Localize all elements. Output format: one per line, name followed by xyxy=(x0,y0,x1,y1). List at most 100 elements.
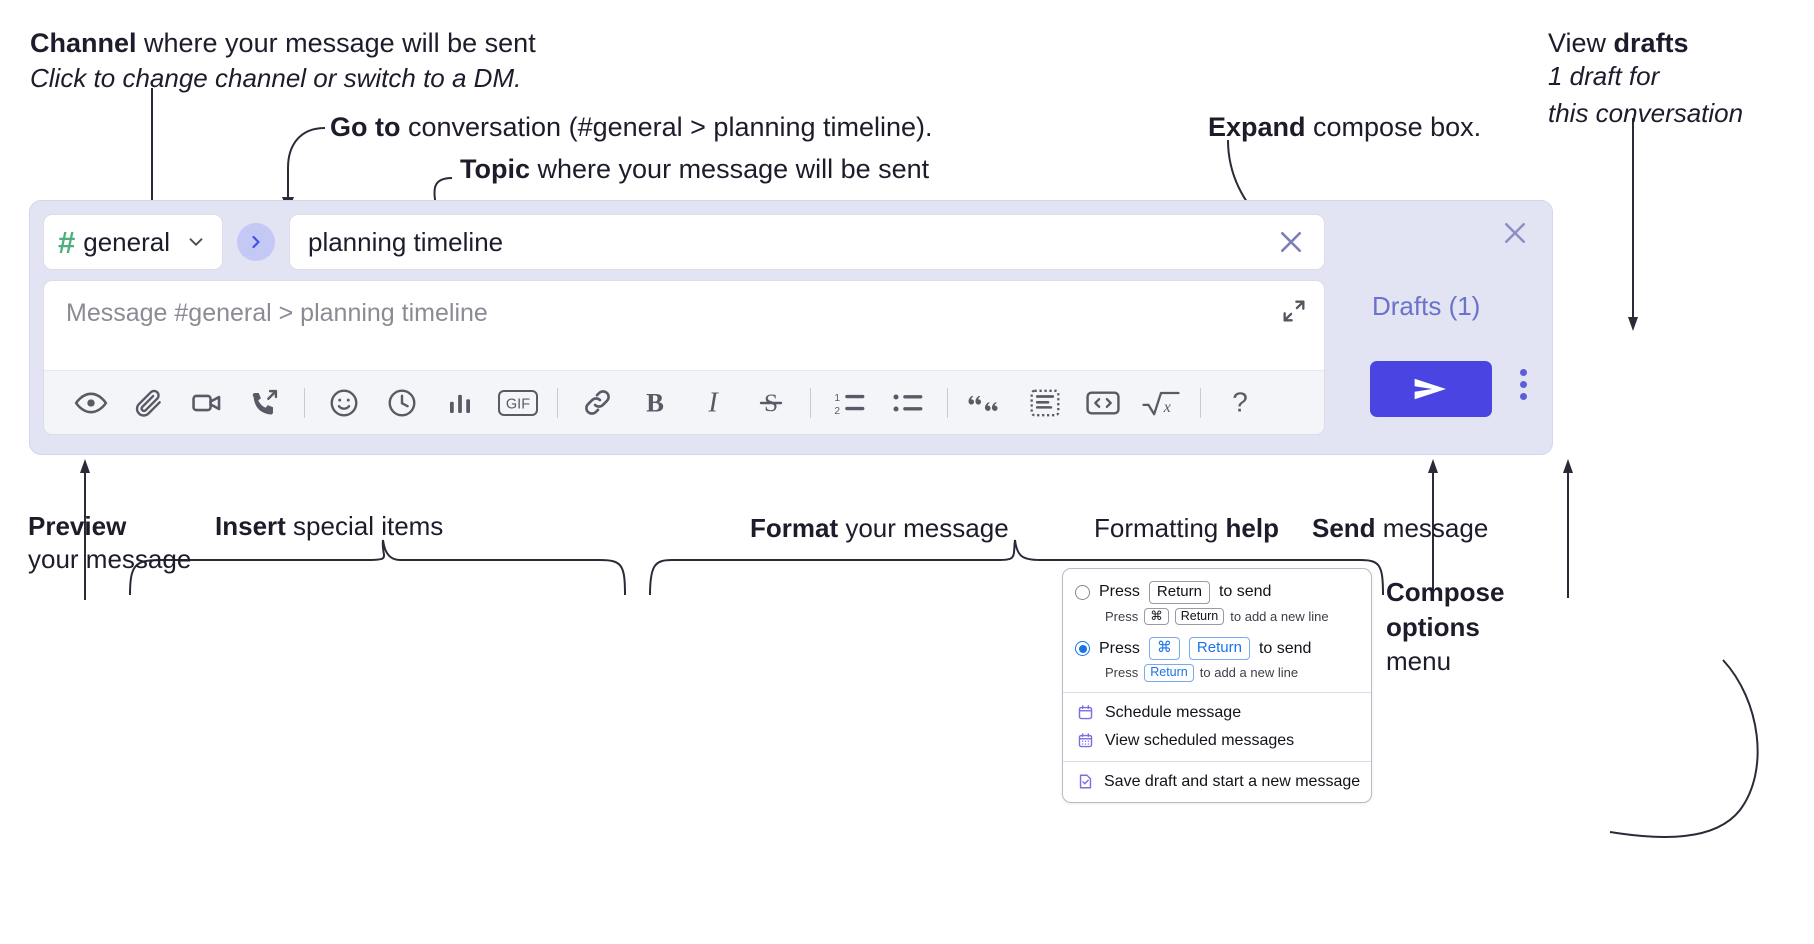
gif-icon[interactable]: GIF xyxy=(489,377,547,429)
question-mark-icon[interactable]: ? xyxy=(1211,377,1269,429)
svg-text:B: B xyxy=(646,387,664,417)
expand-icon[interactable] xyxy=(1280,297,1308,330)
svg-text:?: ? xyxy=(1232,387,1248,418)
annotation-expand: Expand compose box. xyxy=(1208,110,1481,145)
label-insert-bold: Insert xyxy=(215,511,286,541)
topic-input[interactable]: planning timeline xyxy=(288,214,1325,270)
bulleted-list-icon[interactable] xyxy=(879,377,937,429)
label-send: Send message xyxy=(1312,512,1488,545)
preview-icon[interactable] xyxy=(62,377,120,429)
message-editor[interactable]: Message #general > planning timeline xyxy=(43,280,1325,435)
opt0-sub-post: to add a new line xyxy=(1230,609,1329,625)
annotation-expand-bold: Expand xyxy=(1208,112,1306,142)
menu-divider xyxy=(1063,691,1371,693)
kbd-return: Return xyxy=(1144,664,1194,682)
toolbar-separator xyxy=(810,387,811,418)
toolbar-separator xyxy=(304,387,305,418)
label-format-rest: your message xyxy=(838,513,1009,543)
send-option-return-sub: Press ⌘ Return to add a new line xyxy=(1105,607,1359,626)
kbd-return: Return xyxy=(1188,637,1250,661)
compose-right-panel: Drafts (1) xyxy=(1324,201,1552,454)
goto-conversation-button[interactable] xyxy=(236,223,275,261)
video-camera-icon[interactable] xyxy=(178,377,236,429)
label-preview-rest: your message xyxy=(28,544,192,575)
kbd-return: Return xyxy=(1174,607,1225,626)
code-block-icon[interactable] xyxy=(1016,377,1074,429)
compose-options-menu: Press Return to send Press ⌘ Return to a… xyxy=(1062,568,1372,803)
menu-item-label: Save draft and start a new message xyxy=(1104,772,1361,790)
opt0-main-post: to send xyxy=(1218,583,1272,601)
bold-icon[interactable]: B xyxy=(626,377,684,429)
channel-selector[interactable]: # general xyxy=(43,214,223,270)
send-plane-icon xyxy=(1414,378,1446,400)
svg-text:1: 1 xyxy=(834,393,840,404)
paperclip-icon[interactable] xyxy=(120,377,178,429)
opt1-sub-post: to add a new line xyxy=(1199,665,1299,681)
quote-icon[interactable] xyxy=(958,377,1016,429)
math-icon[interactable]: x xyxy=(1132,377,1190,429)
label-help-bold: help xyxy=(1225,513,1279,543)
clock-icon[interactable] xyxy=(373,377,431,429)
radio-cmd-return[interactable] xyxy=(1075,641,1090,657)
bar-chart-icon[interactable] xyxy=(431,377,489,429)
message-placeholder: Message #general > planning timeline xyxy=(66,299,488,327)
send-option-cmd-return[interactable]: Press ⌘ Return to send Press Return to a… xyxy=(1063,635,1371,682)
annotation-goto-bold: Go to xyxy=(330,112,401,142)
compose-options-button[interactable] xyxy=(1520,369,1527,400)
smiley-icon[interactable] xyxy=(315,377,373,429)
annotation-drafts-sub1: 1 draft for xyxy=(1548,61,1660,91)
label-help-pre: Formatting xyxy=(1094,513,1226,543)
send-button[interactable] xyxy=(1370,361,1492,417)
file-check-icon xyxy=(1077,773,1094,790)
annotation-topic-bold: Topic xyxy=(460,154,530,184)
topic-value: planning timeline xyxy=(307,226,504,257)
label-compose-options-l3: menu xyxy=(1386,646,1452,677)
drafts-link[interactable]: Drafts (1) xyxy=(1372,291,1481,321)
menu-item-view-scheduled-messages[interactable]: View scheduled messages xyxy=(1063,727,1371,755)
annotation-channel-rest: where your message will be sent xyxy=(136,28,536,58)
close-compose-icon[interactable] xyxy=(1500,218,1530,253)
link-icon[interactable] xyxy=(568,377,626,429)
label-send-rest: message xyxy=(1375,513,1489,543)
hash-icon: # xyxy=(58,224,75,260)
kbd-return: Return xyxy=(1148,581,1210,604)
annotation-goto-rest: conversation (#general > planning timeli… xyxy=(400,112,933,142)
send-option-return-main: Press Return to send xyxy=(1075,581,1359,604)
toolbar-separator xyxy=(1200,387,1201,418)
code-icon[interactable] xyxy=(1074,377,1132,429)
toolbar-separator xyxy=(947,387,948,418)
opt1-sub-pre: Press xyxy=(1105,665,1139,681)
chevron-right-icon xyxy=(252,235,260,249)
formatting-toolbar: GIF B I S xyxy=(44,370,1324,434)
label-compose-options-l2: options xyxy=(1386,611,1480,642)
menu-item-label: View scheduled messages xyxy=(1105,731,1295,749)
label-preview-bold: Preview xyxy=(28,511,127,541)
kbd-command: ⌘ xyxy=(1148,637,1180,661)
calendar-icon xyxy=(1077,704,1095,721)
annotation-expand-rest: compose box. xyxy=(1305,112,1482,142)
menu-item-schedule-message[interactable]: Schedule message xyxy=(1063,699,1371,727)
clear-topic-icon[interactable] xyxy=(1276,227,1314,257)
send-option-return[interactable]: Press Return to send Press ⌘ Return to a… xyxy=(1063,579,1371,626)
annotation-channel-sub: Click to change channel or switch to a D… xyxy=(30,63,522,93)
svg-text:GIF: GIF xyxy=(506,396,530,412)
compose-main-area: # general planning timeline M xyxy=(43,213,1325,443)
radio-return[interactable] xyxy=(1075,584,1090,600)
label-compose-options-l1: Compose xyxy=(1386,577,1505,607)
strikethrough-icon[interactable]: S xyxy=(742,377,800,429)
label-format: Format your message xyxy=(750,512,1009,545)
annotation-goto: Go to conversation (#general > planning … xyxy=(330,110,933,145)
send-option-cmd-return-main: Press ⌘ Return to send xyxy=(1075,637,1359,661)
calendar-grid-icon xyxy=(1077,732,1095,749)
annotation-drafts-bold: drafts xyxy=(1613,28,1689,58)
annotation-channel: Channel where your message will be sent xyxy=(30,26,536,61)
italic-icon[interactable]: I xyxy=(684,377,742,429)
opt0-sub-pre: Press xyxy=(1105,609,1139,625)
opt1-main-post: to send xyxy=(1258,639,1312,657)
phone-arrow-icon[interactable] xyxy=(236,377,294,429)
label-format-bold: Format xyxy=(750,513,839,543)
annotation-drafts-pre: View xyxy=(1548,28,1614,58)
label-insert: Insert special items xyxy=(215,510,443,543)
menu-item-save-draft[interactable]: Save draft and start a new message xyxy=(1063,768,1371,796)
